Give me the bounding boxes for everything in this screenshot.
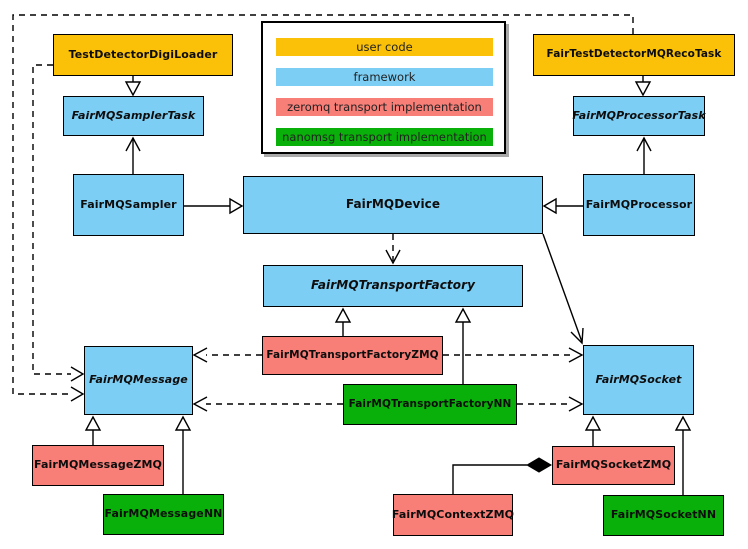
edge-socknn-socket — [674, 415, 692, 495]
edge-processor-processortask — [636, 136, 652, 174]
edge-tfnn-message — [192, 396, 343, 412]
node-fairtestdetectormqrecotask: FairTestDetectorMQRecoTask — [533, 34, 735, 76]
node-fairmqsocketnn: FairMQSocketNN — [603, 495, 724, 536]
node-fairmqsocket: FairMQSocket — [583, 345, 694, 415]
legend-item-framework: framework — [276, 68, 493, 86]
edge-contextzmq-sockzmq — [452, 457, 552, 494]
edge-recotask-message — [12, 14, 634, 402]
edge-digiloader-message — [32, 64, 85, 382]
node-fairmqtransportfactoryzmq: FairMQTransportFactoryZMQ — [262, 336, 443, 375]
node-fairmqprocessor: FairMQProcessor — [583, 174, 695, 236]
legend-item-nanomsg: nanomsg transport implementation — [276, 128, 493, 146]
node-fairmqsamplertask: FairMQSamplerTask — [63, 96, 204, 136]
legend-item-user-code: user code — [276, 38, 493, 56]
edge-msgnn-message — [174, 415, 192, 494]
node-testdetectordigiloader: TestDetectorDigiLoader — [53, 34, 233, 76]
edge-tfzmq-socket — [443, 347, 584, 363]
edge-digiloader-samplertask — [124, 76, 142, 97]
legend: user code framework zeromq transport imp… — [261, 21, 506, 154]
edge-msgzmq-message — [84, 415, 102, 445]
node-fairmqsocketzmq: FairMQSocketZMQ — [552, 446, 675, 485]
edge-tfnn-transportfactory — [454, 307, 472, 384]
edge-tfzmq-message — [192, 347, 262, 363]
node-fairmqsampler: FairMQSampler — [73, 174, 184, 236]
edge-processor-device — [542, 197, 583, 215]
edge-device-transportfactory — [385, 234, 401, 265]
edge-recotask-processortask — [634, 76, 652, 97]
node-fairmqcontextzmq: FairMQContextZMQ — [392, 494, 514, 536]
node-fairmqmessagezmq: FairMQMessageZMQ — [32, 445, 164, 486]
edge-tfnn-socket — [517, 396, 584, 412]
node-fairmqtransportfactorynn: FairMQTransportFactoryNN — [343, 384, 517, 425]
legend-label: nanomsg transport implementation — [282, 130, 487, 144]
node-fairmqdevice: FairMQDevice — [243, 176, 543, 234]
node-fairmqprocessortask: FairMQProcessorTask — [572, 96, 706, 136]
edge-tfzmq-transportfactory — [334, 307, 352, 336]
edge-sampler-samplertask — [125, 136, 141, 174]
legend-label: user code — [356, 40, 413, 54]
node-fairmqmessagenn: FairMQMessageNN — [103, 494, 224, 535]
legend-label: framework — [353, 70, 416, 84]
node-fairmqmessage: FairMQMessage — [84, 346, 193, 415]
legend-item-zeromq: zeromq transport implementation — [276, 98, 493, 116]
node-fairmqtransportfactory: FairMQTransportFactory — [263, 265, 523, 307]
edge-sockzmq-socket — [584, 415, 602, 446]
legend-label: zeromq transport implementation — [287, 100, 482, 114]
edge-device-socket — [542, 233, 584, 345]
edge-sampler-device — [184, 197, 244, 215]
